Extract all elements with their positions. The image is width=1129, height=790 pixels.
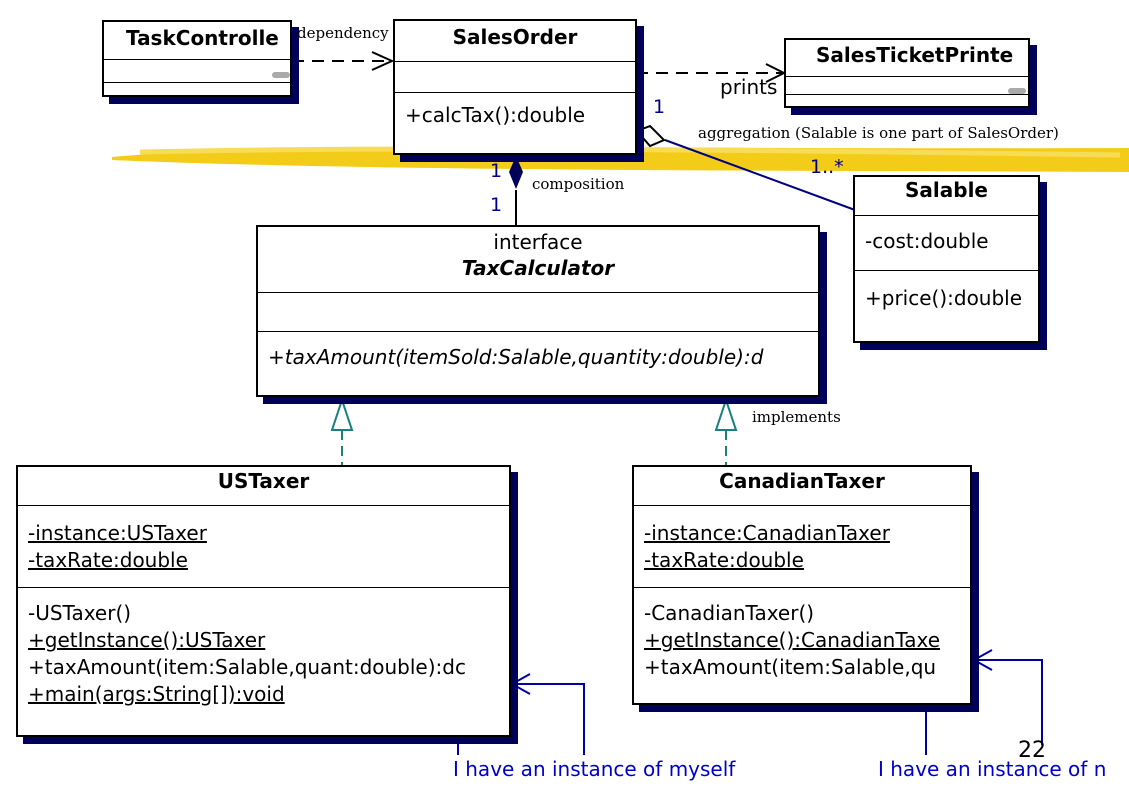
dependency-label: dependency (297, 24, 389, 42)
page-number: 22 (1018, 738, 1046, 763)
divider (855, 270, 1038, 271)
divider (786, 76, 1028, 94)
multiplicity-label: 1 (653, 96, 666, 118)
divider (634, 587, 970, 588)
class-name: Salable (905, 178, 988, 202)
collapsed-indicator (1008, 88, 1026, 94)
divider (104, 82, 290, 83)
attribute: -instance:USTaxer (28, 521, 207, 545)
prints-label: prints (720, 75, 778, 99)
attributes: -instance:USTaxer -taxRate:double (18, 506, 509, 587)
attribute: -cost:double (865, 229, 989, 253)
class-sales-order[interactable]: SalesOrder +calcTax():double (393, 19, 637, 155)
multiplicity-label: 1 (490, 194, 503, 216)
class-name: SalesOrder (452, 25, 578, 49)
divider (786, 94, 1028, 95)
divider (18, 587, 509, 588)
divider (855, 215, 1038, 216)
divider (258, 292, 818, 331)
operation: -CanadianTaxer() (644, 601, 815, 625)
operation: +price():double (865, 286, 1023, 310)
interface-tax-calculator[interactable]: interface TaxCalculator +taxAmount(itemS… (256, 225, 820, 397)
divider (18, 505, 509, 506)
class-us-taxer[interactable]: USTaxer -instance:USTaxer -taxRate:doubl… (16, 465, 511, 737)
attribute: -taxRate:double (28, 548, 188, 572)
divider (395, 92, 635, 93)
class-salable[interactable]: Salable -cost:double +price():double (853, 175, 1040, 343)
attribute: -instance:CanadianTaxer (644, 521, 890, 545)
operation: +taxAmount(item:Salable,quant:double):dc (28, 655, 466, 679)
composition-label: composition (532, 175, 625, 193)
aggregation-label: aggregation (Salable is one part of Sale… (698, 124, 1059, 142)
attribute: -taxRate:double (644, 548, 804, 572)
operation: -USTaxer() (28, 601, 132, 625)
operation: +main(args:String[]):void (28, 682, 285, 706)
operation: +getInstance():CanadianTaxe (644, 628, 941, 652)
operation: +taxAmount(itemSold:Salable,quantity:dou… (268, 345, 764, 369)
attributes: -instance:CanadianTaxer -taxRate:double (634, 506, 970, 587)
class-name: USTaxer (217, 469, 310, 493)
implements-label: implements (752, 408, 841, 426)
divider (395, 61, 635, 92)
multiplicity-label: 1 (490, 160, 503, 182)
divider (634, 505, 970, 506)
operations: -USTaxer() +getInstance():USTaxer +taxAm… (18, 588, 509, 708)
class-name: TaxCalculator (461, 256, 615, 280)
operation: +taxAmount(item:Salable,qu (644, 655, 937, 679)
divider (104, 59, 290, 82)
class-canadian-taxer[interactable]: CanadianTaxer -instance:CanadianTaxer -t… (632, 465, 972, 705)
class-name: SalesTicketPrinte (816, 43, 1014, 67)
operation: +calcTax():double (405, 103, 586, 127)
operation: +getInstance():USTaxer (28, 628, 266, 652)
operations: -CanadianTaxer() +getInstance():Canadian… (634, 588, 970, 681)
class-sales-ticket-printer[interactable]: SalesTicketPrinte (784, 38, 1030, 108)
divider (258, 331, 818, 332)
class-name: CanadianTaxer (719, 469, 885, 493)
class-task-controller[interactable]: TaskControlle (102, 20, 292, 97)
multiplicity-label: 1..* (810, 156, 844, 178)
stereotype: interface (493, 230, 583, 254)
collapsed-indicator (272, 72, 290, 78)
self-instance-note-ca: I have an instance of n (878, 757, 1107, 781)
self-instance-note-us: I have an instance of myself (453, 757, 736, 781)
class-name: TaskControlle (126, 26, 279, 50)
